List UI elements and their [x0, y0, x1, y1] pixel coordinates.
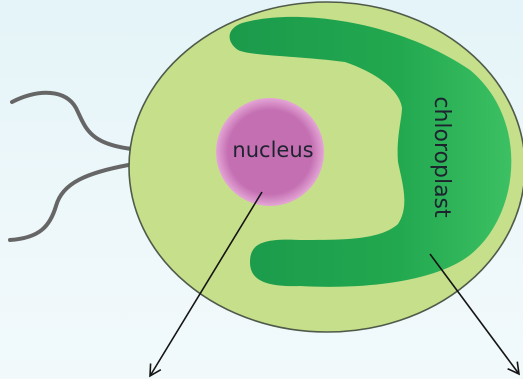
- nucleus-label: nucleus: [232, 138, 313, 162]
- flagellum-upper: [12, 93, 142, 150]
- flagellum-lower: [10, 163, 140, 240]
- chloroplast-label: chloroplast: [429, 96, 454, 218]
